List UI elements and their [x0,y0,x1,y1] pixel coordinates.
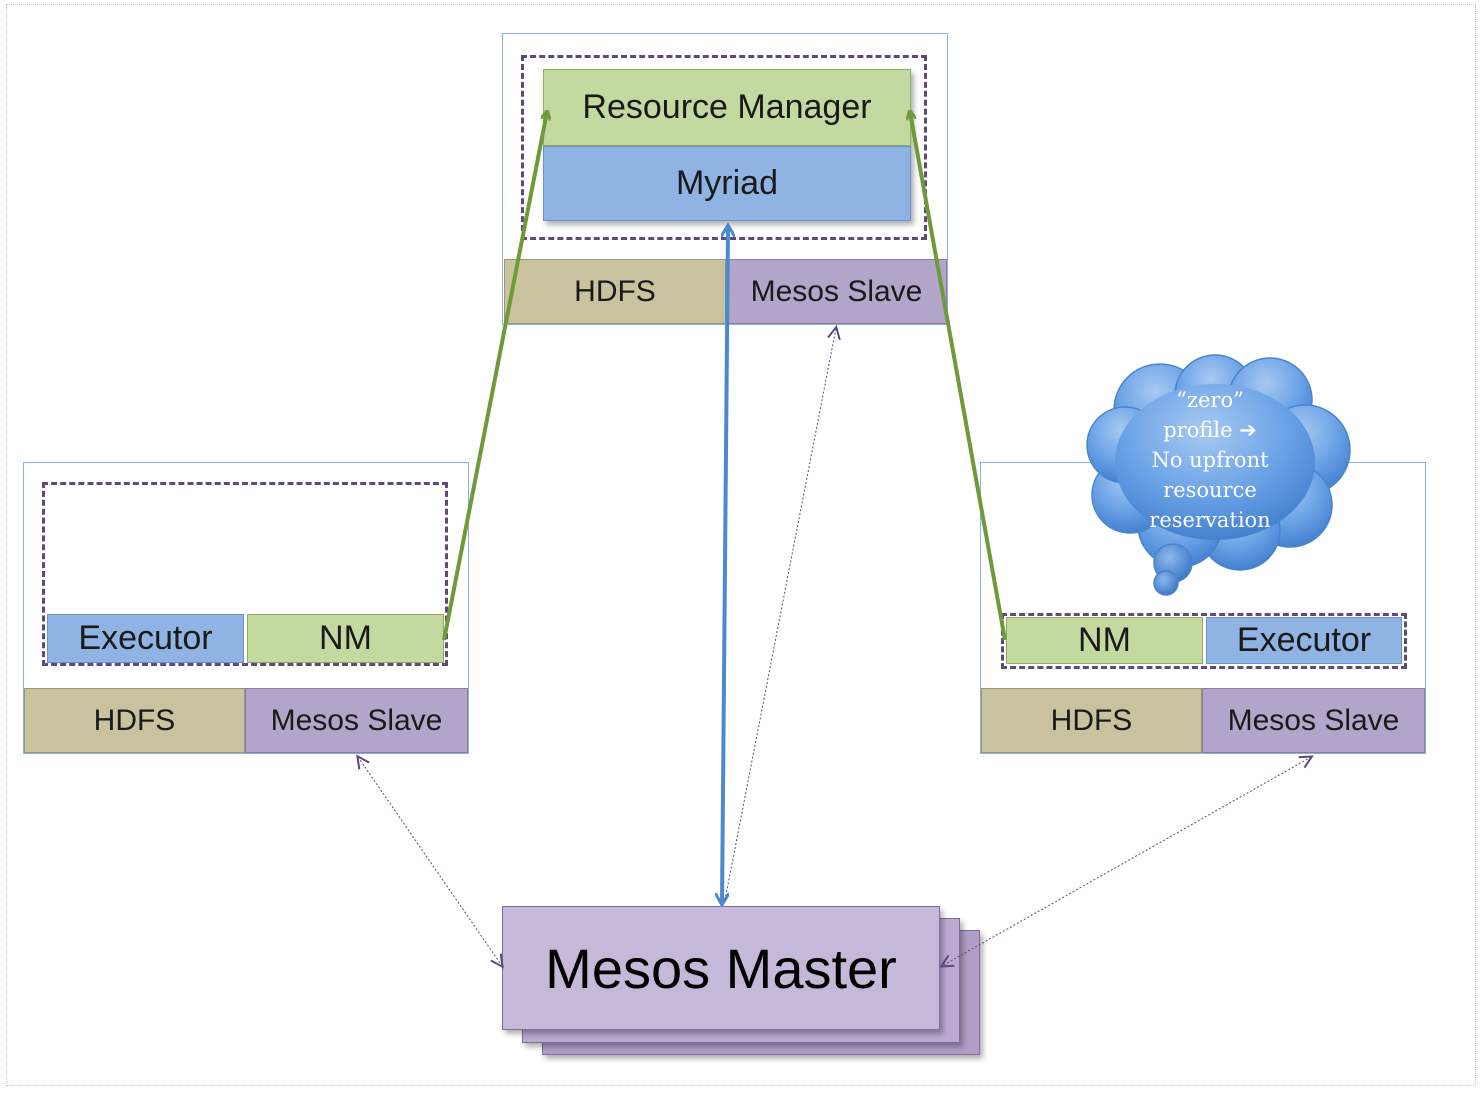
cloud-line-2: profile ➔ [1163,418,1257,442]
dotted-arrow-right-slave [942,757,1311,966]
right-nm-box: NM [1006,617,1203,664]
right-mesos-slave-box: Mesos Slave [1202,688,1425,753]
right-hdfs-box: HDFS [981,688,1202,753]
green-arrow-right [910,112,1007,641]
right-executor-box: Executor [1206,617,1402,664]
diagram-frame [6,4,1476,1086]
left-executor-box: Executor [47,614,244,663]
center-hdfs-box: HDFS [504,259,726,324]
cloud-line-5: reservation [1149,508,1271,532]
green-arrow-left [442,112,547,641]
blue-arrow-myriad-master [722,226,728,904]
center-mesos-slave-box: Mesos Slave [726,259,947,324]
left-nm-box: NM [247,614,444,663]
resource-manager-box: Resource Manager [543,69,911,146]
left-hdfs-box: HDFS [24,688,245,753]
cloud-line-3: No upfront [1151,448,1269,472]
right-container-dashed [1001,613,1407,669]
cloud-line-4: resource [1163,478,1257,502]
dotted-arrow-left-slave [358,757,502,966]
cloud-line-1: “zero” [1176,388,1244,412]
cloud-text: “zero” profile ➔ No upfront resource res… [1118,385,1302,535]
myriad-box: Myriad [543,146,911,221]
left-mesos-slave-box: Mesos Slave [245,688,468,753]
dotted-arrow-center-slave [724,328,836,901]
left-container-dashed [42,482,448,666]
